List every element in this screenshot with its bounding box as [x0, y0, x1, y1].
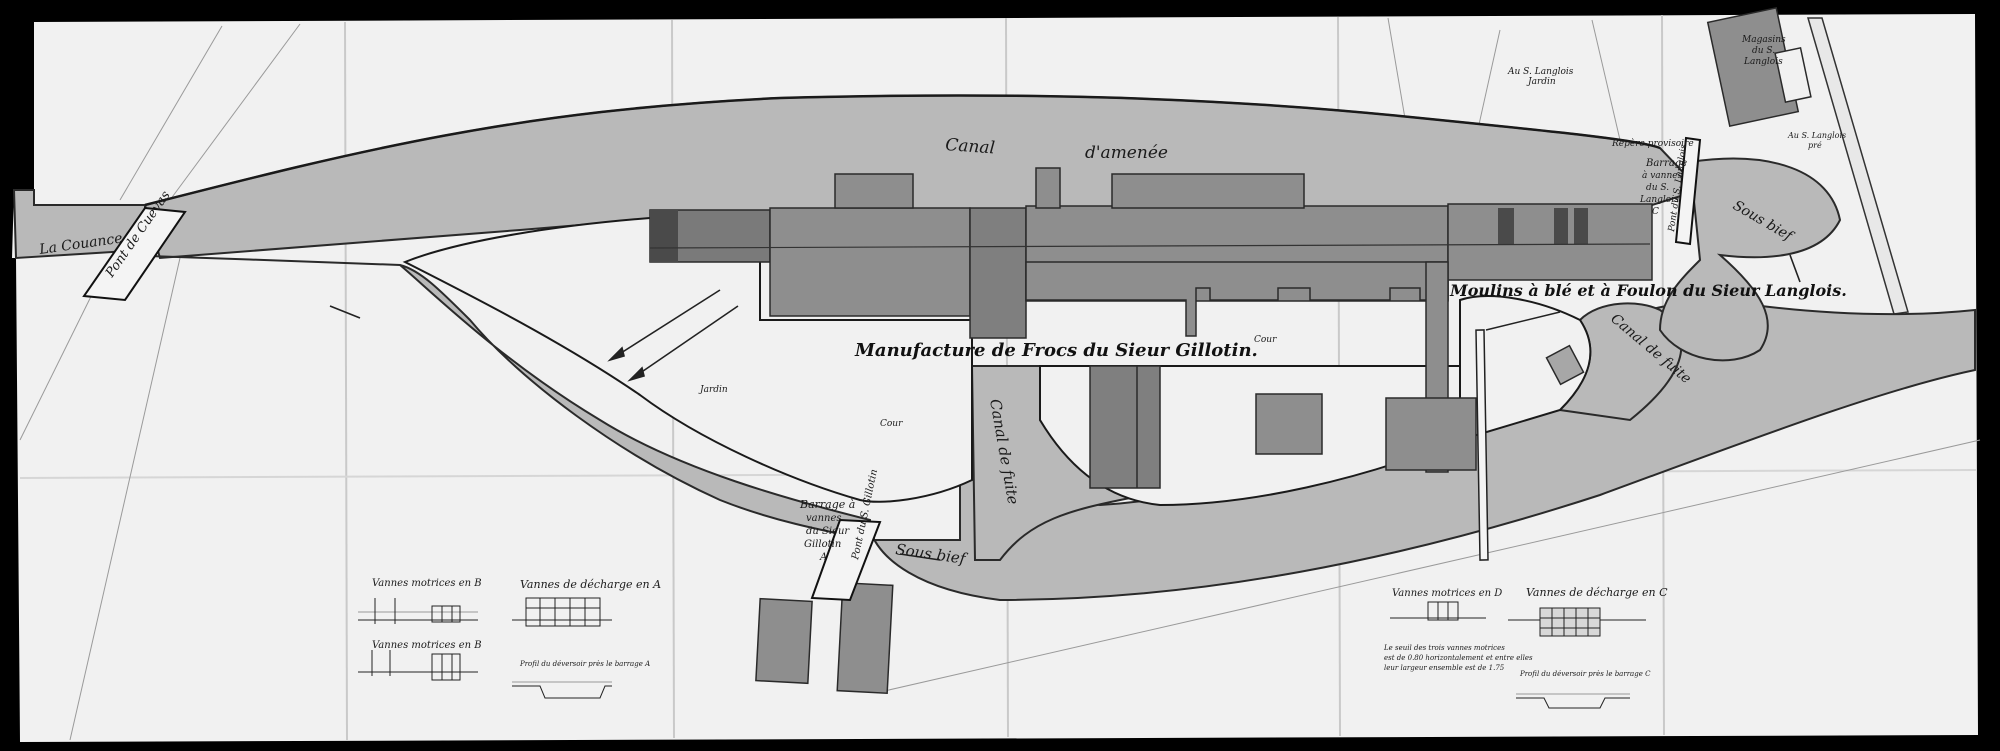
- label-langlois-pre-2: pré: [1808, 141, 1822, 150]
- cour-right-area: [1459, 295, 1592, 442]
- legend-note-1: Le seuil des trois vannes motrices: [1383, 644, 1505, 652]
- label-barrage-gillotin-4: Gillotin: [804, 539, 841, 550]
- drain-diagonal: [1485, 311, 1561, 331]
- buildings: [649, 6, 1812, 695]
- label-canal-amenee-1: Canal: [945, 135, 996, 158]
- building-main-left: [769, 207, 971, 317]
- label-cour-left: Cour: [880, 419, 903, 429]
- building-lower-left-1: [755, 597, 813, 685]
- legend-right: [1390, 601, 1646, 709]
- building-annex-top-chimney: [1035, 167, 1061, 209]
- legend-vannes-motrices-b: Vannes motrices en B: [372, 578, 482, 589]
- river-lower-branch: [119, 254, 1976, 602]
- building-langlois-mill: [1447, 203, 1653, 281]
- label-barrage-langlois-1: Barrage: [1645, 158, 1687, 169]
- bridge-gillotin: [810, 518, 882, 602]
- bridge-langlois: [1674, 136, 1702, 246]
- legend-profil-c: Profil du déversoir près le barrage C: [1519, 670, 1651, 678]
- water-bodies: [12, 94, 1976, 602]
- building-annex-top-right: [1111, 173, 1305, 209]
- drain-channel: [1475, 329, 1489, 561]
- building-shed-left: [1089, 365, 1161, 489]
- label-cour-mid: Cour: [1254, 335, 1277, 345]
- label-barrage-langlois-5: C: [1652, 207, 1659, 217]
- label-jardin-left: Jardin: [698, 385, 728, 395]
- bridge-left: [82, 206, 187, 302]
- mill-race-line: [649, 243, 1651, 249]
- label-barrage-gillotin-5: A: [819, 552, 827, 563]
- legend-profil-a: Profil du déversoir près le barrage A: [519, 660, 650, 668]
- legend-vannes-motrices-d: Vannes motrices en D: [1392, 588, 1502, 599]
- legend-vannes-decharge-c: Vannes de décharge en C: [1526, 586, 1668, 599]
- label-barrage-langlois-3: du S.: [1646, 183, 1669, 193]
- road-right: [1807, 17, 1909, 315]
- legend-text: Vannes motrices en B Vannes de décharge …: [372, 578, 1668, 678]
- basin-right: [1658, 157, 1842, 362]
- canal-amenee-edge: [144, 94, 1661, 207]
- building-sluice-block: [969, 207, 1027, 339]
- building-shed-small: [1545, 344, 1585, 386]
- building-annex-top-left: [834, 173, 914, 209]
- bridges: [82, 136, 1702, 602]
- legend-note-3: leur largeur ensemble est de 1.75: [1384, 664, 1505, 672]
- label-barrage-langlois-4: Langlois: [1639, 195, 1679, 205]
- legend-vannes-motrices-b2: Vannes motrices en B: [372, 640, 482, 651]
- label-repere: Repère provisoire: [1611, 138, 1694, 149]
- building-center-block: [1255, 393, 1323, 455]
- label-langlois-pre-1: Au S. Langlois: [1787, 131, 1846, 140]
- label-magasin-1: Magasins: [1741, 35, 1786, 45]
- legend-vannes-decharge-a: Vannes de décharge en A: [520, 578, 661, 591]
- jardin-island: [402, 216, 973, 503]
- label-manufacture: Manufacture de Frocs du Sieur Gillotin.: [854, 340, 1258, 361]
- building-east-block: [1385, 397, 1477, 471]
- sluice-ends: [650, 208, 1588, 262]
- label-canal-amenee-2: d'amenée: [1085, 143, 1168, 163]
- label-magasin-3: Langlois: [1743, 57, 1783, 67]
- label-barrage-gillotin-1: Barrage à: [799, 498, 855, 511]
- label-barrage-gillotin-3: du Sieur: [806, 526, 850, 537]
- label-moulins: Moulins à blé et à Foulon du Sieur Langl…: [1449, 281, 1847, 300]
- label-barrage-langlois-2: à vannes: [1642, 170, 1683, 181]
- label-barrage-gillotin-2: vannes: [806, 513, 842, 524]
- building-lower-left-2: [836, 581, 894, 695]
- legend-left: [358, 597, 612, 699]
- building-magasin-white: [1774, 46, 1812, 104]
- flow-arrows: [329, 254, 1801, 561]
- label-magasin-2: du S.: [1752, 46, 1775, 56]
- label-jardin-top: Jardin: [1526, 77, 1556, 87]
- label-langlois-top: Au S. Langlois: [1507, 67, 1574, 77]
- legend-note-2: est de 0.80 horizontalement et entre ell…: [1384, 654, 1533, 662]
